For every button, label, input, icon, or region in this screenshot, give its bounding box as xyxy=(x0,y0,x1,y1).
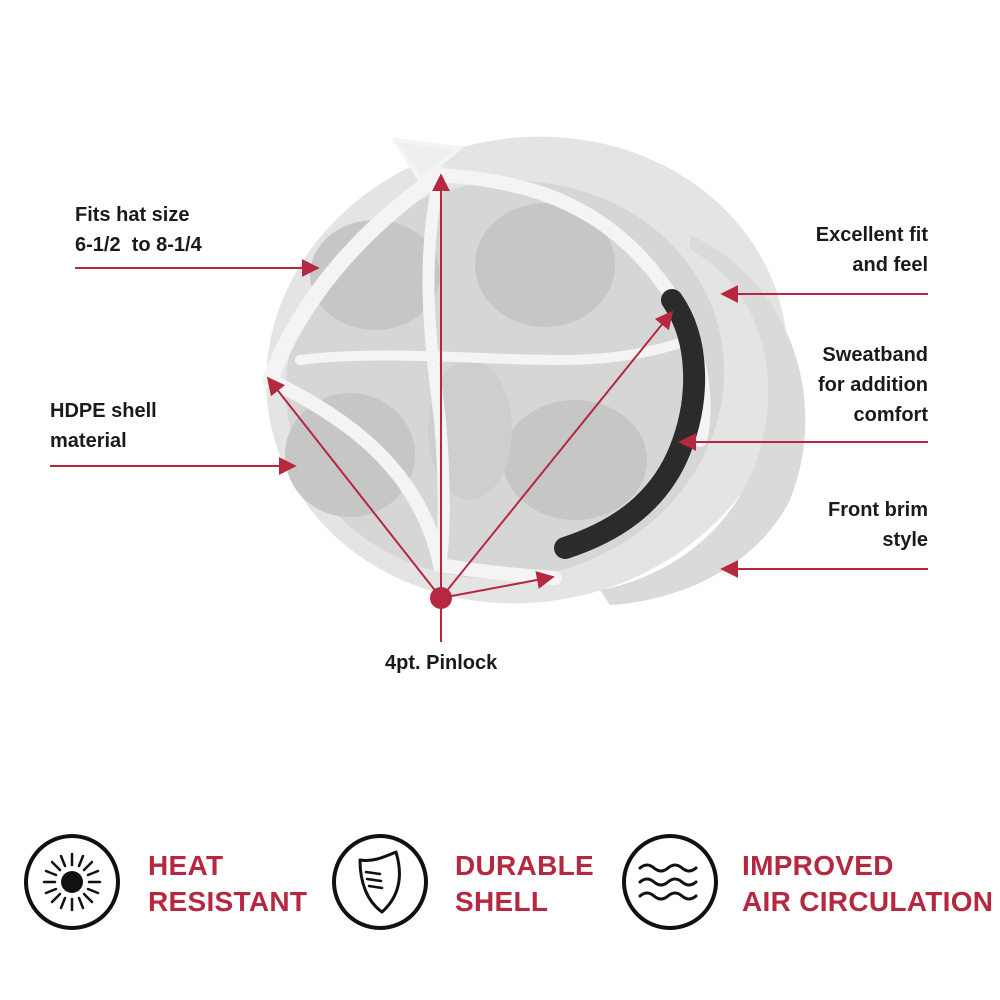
feature-heat-line2: RESISTANT xyxy=(148,886,308,917)
shield-icon xyxy=(332,834,428,930)
callout-hat-size-line1: Fits hat size xyxy=(75,204,190,226)
feature-durable-line1: DURABLE xyxy=(455,850,594,881)
callout-sweatband-line3: comfort xyxy=(853,404,928,426)
callout-fit-feel-line2: and feel xyxy=(852,254,928,276)
feature-durable-line2: SHELL xyxy=(455,886,549,917)
callout-sweatband-line1: Sweatband xyxy=(822,344,928,366)
pinlock-marker xyxy=(430,587,452,609)
feature-air-line2: AIR CIRCULATION xyxy=(742,886,994,917)
callout-fit-feel-line1: Excellent fit xyxy=(815,224,928,246)
callout-shell-material-line2: material xyxy=(50,430,127,452)
callout-sweatband: Sweatband for addition comfort xyxy=(818,340,928,430)
feature-heat-line1: HEAT xyxy=(148,850,224,881)
callout-sweatband-line2: for addition xyxy=(818,374,928,396)
wave-icon xyxy=(622,834,718,930)
callout-brim: Front brim style xyxy=(828,495,928,555)
helmet-inner-ribs xyxy=(285,203,647,520)
callout-pinlock: 4pt. Pinlock xyxy=(385,648,497,678)
callout-fit-feel: Excellent fit and feel xyxy=(816,220,928,280)
callout-brim-line2: style xyxy=(882,529,928,551)
callout-brim-line1: Front brim xyxy=(828,499,928,521)
feature-heat-resistant: HEAT RESISTANT xyxy=(148,848,307,920)
feature-durable-shell: DURABLE SHELL xyxy=(455,848,594,920)
callout-hat-size-line2: 6-1/2 to 8-1/4 xyxy=(75,234,202,256)
callout-shell-material-line1: HDPE shell xyxy=(50,400,157,422)
callout-shell-material: HDPE shell material xyxy=(50,396,157,456)
callout-lines xyxy=(50,173,928,642)
callout-hat-size: Fits hat size 6-1/2 to 8-1/4 xyxy=(75,200,202,260)
feature-air-line1: IMPROVED xyxy=(742,850,894,881)
callout-pinlock-label: 4pt. Pinlock xyxy=(385,652,498,674)
helmet-shell xyxy=(266,136,806,605)
sun-icon xyxy=(24,834,120,930)
feature-air-circulation: IMPROVED AIR CIRCULATION xyxy=(742,848,993,920)
